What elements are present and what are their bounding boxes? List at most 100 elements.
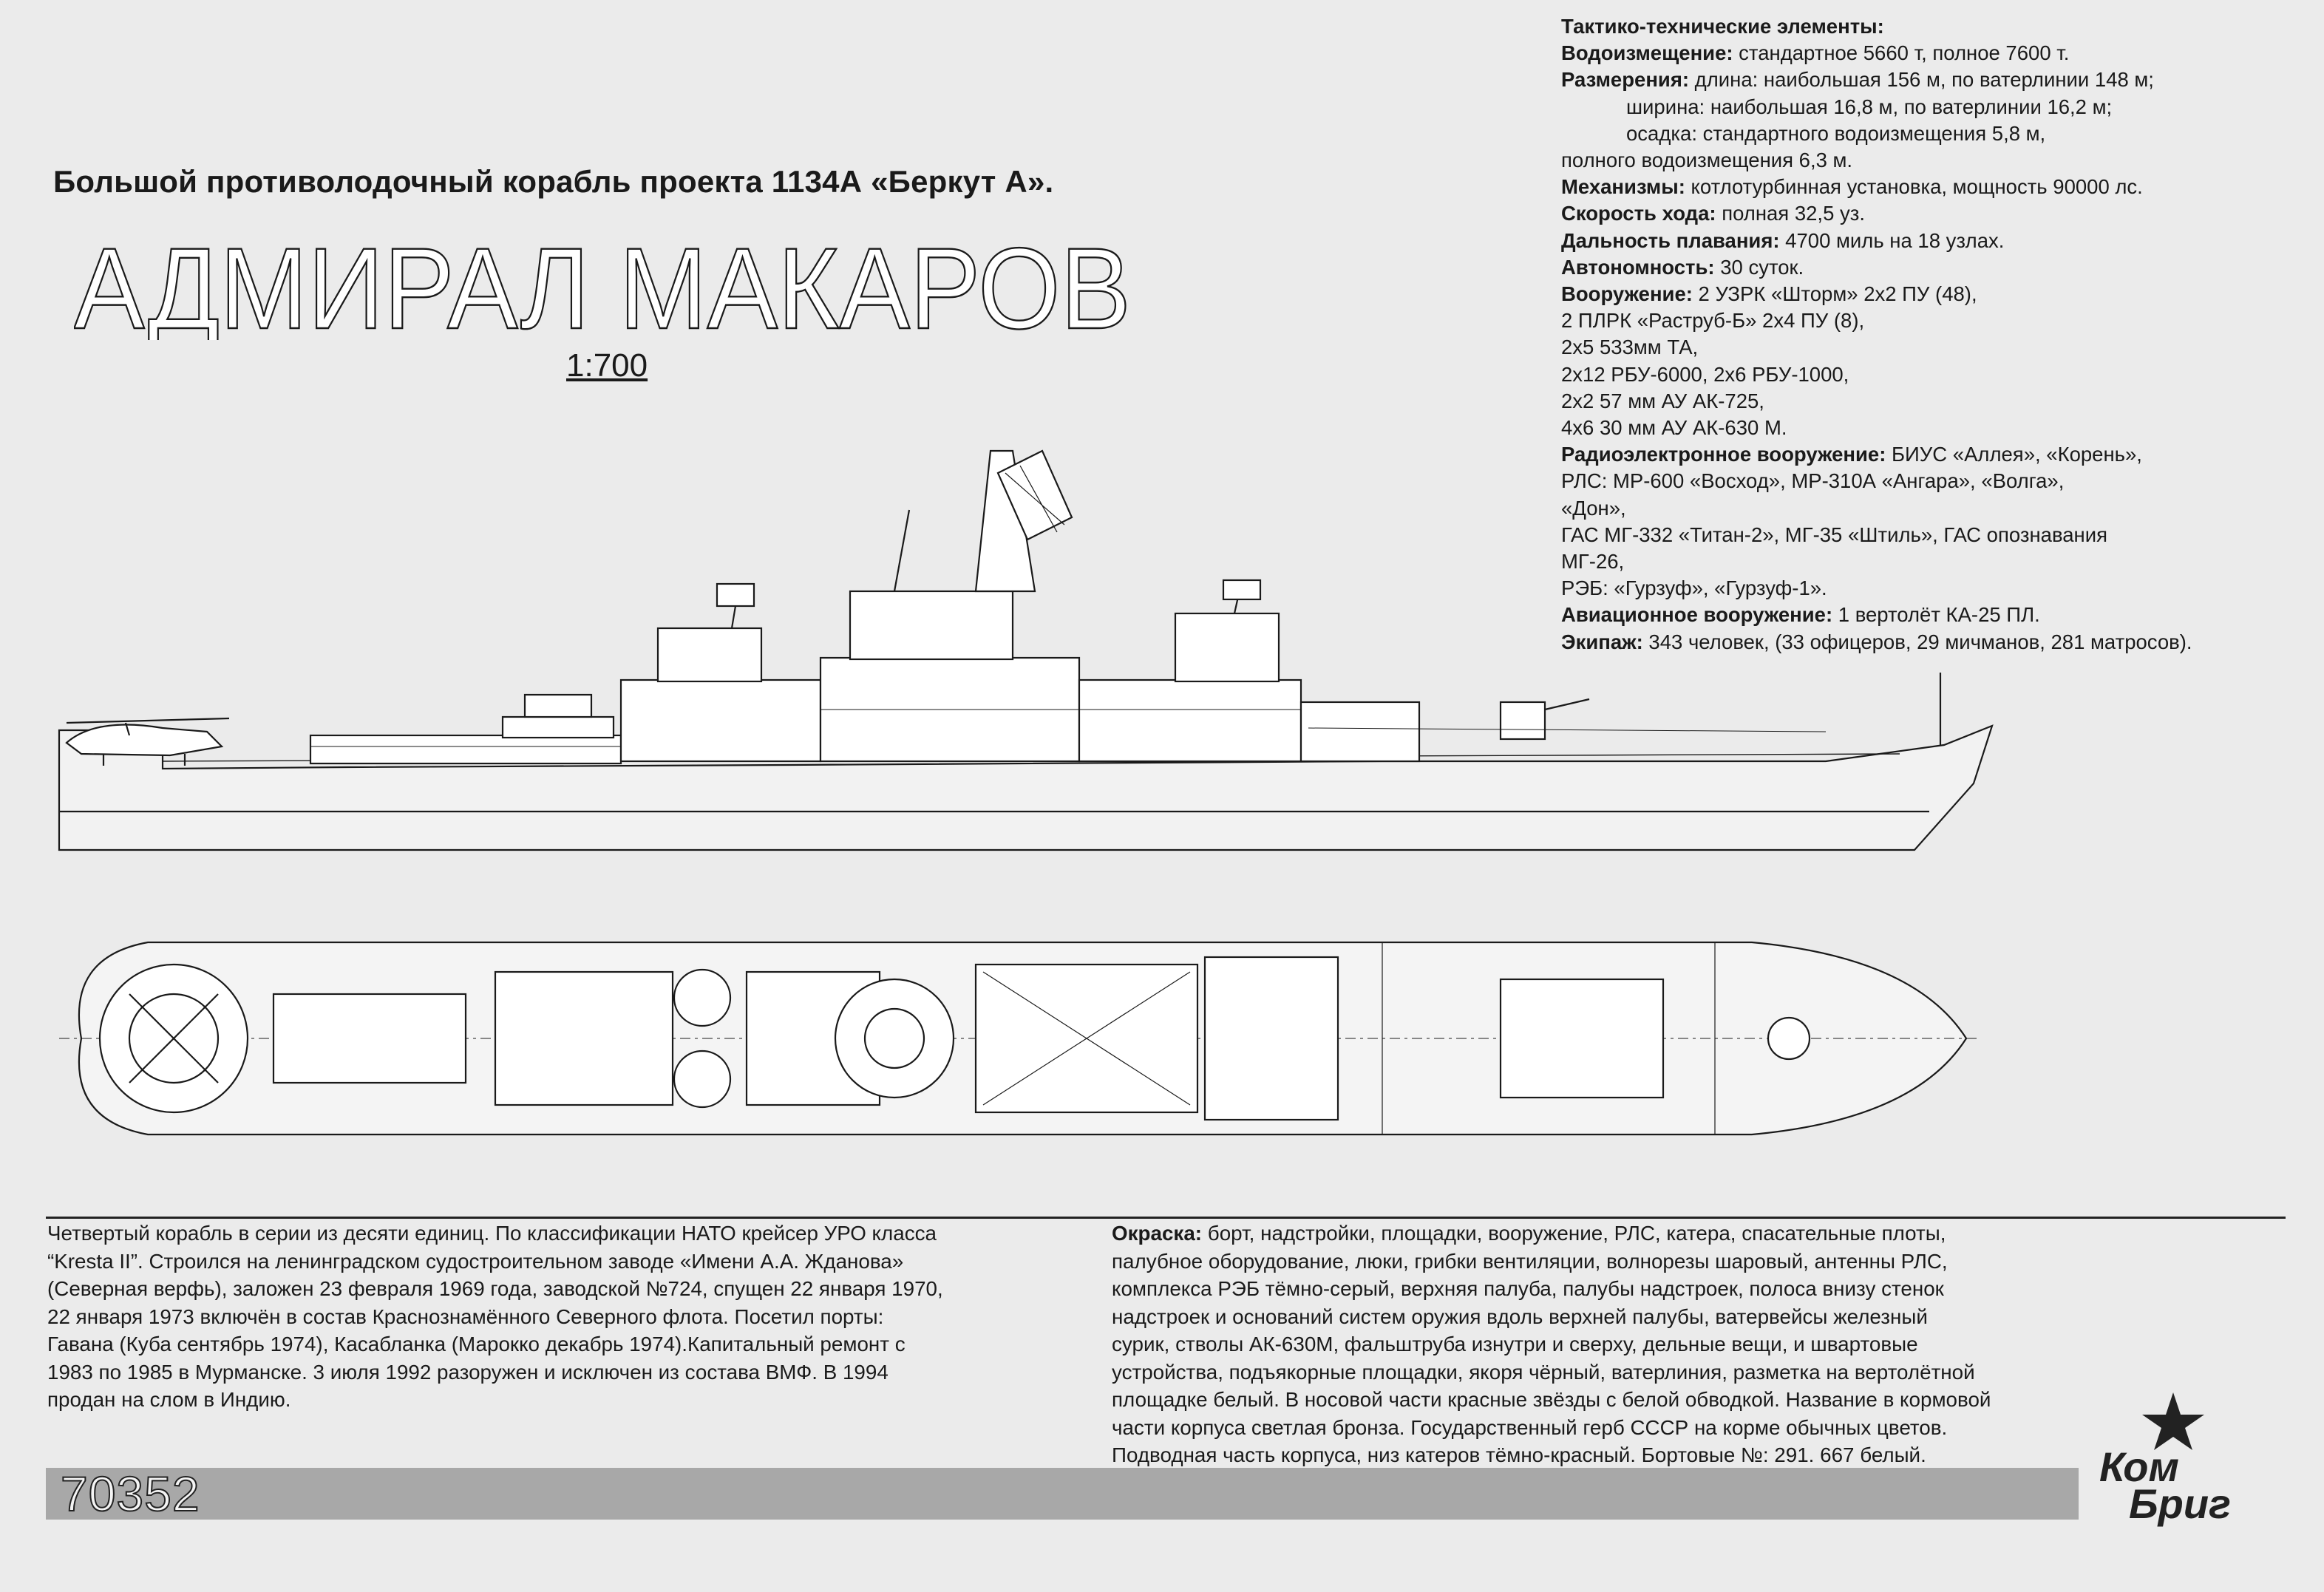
spec-value: 2х12 РБУ-6000, 2х6 РБУ-1000, [1561, 362, 1849, 386]
spec-label: Дальность плавания: [1561, 228, 1780, 252]
spec-value: 30 суток. [1714, 255, 1804, 279]
ship-history-text: Четвертый корабль в серии из десяти един… [47, 1219, 1082, 1414]
radar-array [996, 449, 1073, 541]
ship-plan-view [59, 941, 1981, 1136]
paint-lines: палубное оборудование, люки, грибки вент… [1112, 1248, 2073, 1469]
spec-row: ширина: наибольшая 16,8 м, по ватерлинии… [1561, 94, 2308, 120]
spec-row: Размерения: длина: наибольшая 156 м, по … [1561, 67, 2308, 93]
history-line: “Kresta II”. Строился на ленинградском с… [47, 1249, 904, 1273]
history-line: (Северная верфь), заложен 23 февраля 196… [47, 1277, 943, 1300]
paint-line: сурик, стволы АК-630М, фальштруба изнутр… [1112, 1333, 1918, 1355]
logo-line-2: Бриг [2129, 1480, 2231, 1527]
spec-value: 2х2 57 мм АУ АК-725, [1561, 389, 1764, 412]
spec-label: Радиоэлектронное вооружение: [1561, 443, 1886, 466]
spec-label: Размерения: [1561, 68, 1690, 92]
spec-row: Автономность: 30 суток. [1561, 254, 2308, 281]
spec-row: осадка: стандартного водоизмещения 5,8 м… [1561, 120, 2308, 147]
spec-value: 4700 миль на 18 узлах. [1779, 228, 2005, 252]
specs-heading: Тактико-технические элементы: [1561, 15, 1884, 38]
history-line: Четвертый корабль в серии из десяти един… [47, 1222, 937, 1245]
spec-row: 2 ПЛРК «Раструб-Б» 2х4 ПУ (8), [1561, 307, 2308, 334]
logo-star-icon [2142, 1392, 2204, 1450]
paint-label: Окраска: [1112, 1222, 1203, 1245]
spec-label: Водоизмещение: [1561, 41, 1733, 65]
history-line: 1983 по 1985 в Мурманске. 3 июля 1992 ра… [47, 1360, 889, 1384]
spec-label: Механизмы: [1561, 175, 1685, 199]
paint-line: площадке белый. В носовой части красные … [1112, 1388, 1991, 1411]
spec-value: 4х6 30 мм АУ АК-630 М. [1561, 416, 1787, 440]
spec-value: ГАС МГ-332 «Титан-2», МГ-35 «Штиль», ГАС… [1561, 523, 2107, 546]
kit-code-stripe [46, 1468, 2079, 1520]
spec-value: длина: наибольшая 156 м, по ватерлинии 1… [1689, 68, 2154, 92]
helicopter [65, 724, 224, 757]
spec-value: БИУС «Аллея», «Корень», [1886, 443, 2142, 466]
paint-scheme-text: Окраска: борт, надстройки, площадки, воо… [1112, 1219, 2073, 1469]
spec-row: Авиационное вооружение: 1 вертолёт КА-25… [1561, 602, 2308, 628]
spec-value: 2 ПЛРК «Раструб-Б» 2х4 ПУ (8), [1561, 309, 1865, 333]
spec-row: «Дон», [1561, 495, 2308, 522]
spec-row: Водоизмещение: стандартное 5660 т, полно… [1561, 40, 2308, 67]
paint-line: части корпуса светлая бронза. Государств… [1112, 1415, 1948, 1439]
logo-line-1: Ком [2099, 1443, 2179, 1490]
paint-first-line: Окраска: борт, надстройки, площадки, воо… [1112, 1219, 2073, 1248]
spec-row: ГАС МГ-332 «Титан-2», МГ-35 «Штиль», ГАС… [1561, 522, 2308, 548]
spec-value: полная 32,5 уз. [1716, 202, 1866, 225]
spec-row: полного водоизмещения 6,3 м. [1561, 147, 2308, 174]
paint-first-text: борт, надстройки, площадки, вооружение, … [1202, 1222, 1946, 1245]
hull-outline [58, 724, 1994, 851]
ship-name-outline: АДМИРАЛ МАКАРОВ [74, 237, 1132, 340]
ship-class-subtitle: Большой противолодочный корабль проекта … [53, 164, 1054, 199]
spec-row: 2х5 533мм ТА, [1561, 334, 2308, 361]
radar-dish-top [834, 978, 955, 1099]
spec-row: Дальность плавания: 4700 миль на 18 узла… [1561, 228, 2308, 254]
paint-line: палубное оборудование, люки, грибки вент… [1112, 1249, 1948, 1273]
spec-row: РЭБ: «Гурзуф», «Гурзуф-1». [1561, 575, 2308, 602]
spec-label: Авиационное вооружение: [1561, 603, 1833, 627]
spec-row: Радиоэлектронное вооружение: БИУС «Аллея… [1561, 441, 2308, 468]
spec-row: 4х6 30 мм АУ АК-630 М. [1561, 415, 2308, 441]
specifications-block: Тактико-технические элементы: Водоизмеще… [1561, 13, 2308, 656]
spec-row: Скорость хода: полная 32,5 уз. [1561, 200, 2308, 227]
paint-line: комплекса РЭБ тёмно-серый, верхняя палуб… [1112, 1277, 1944, 1300]
spec-value: 2 УЗРК «Шторм» 2х2 ПУ (48), [1692, 282, 1977, 306]
spec-value: 1 вертолёт КА-25 ПЛ. [1832, 603, 2040, 627]
spec-value: ширина: наибольшая 16,8 м, по ватерлинии… [1626, 95, 2113, 118]
spec-row: 2х2 57 мм АУ АК-725, [1561, 388, 2308, 415]
ship-name-text: АДМИРАЛ МАКАРОВ [74, 237, 1131, 340]
main-mast [974, 449, 1036, 593]
history-line: продан на слом в Индию. [47, 1388, 291, 1411]
spec-value: «Дон», [1561, 496, 1626, 520]
history-line: Гавана (Куба сентябрь 1974), Касабланка … [47, 1333, 906, 1355]
spec-value: котлотурбинная установка, мощность 90000… [1685, 175, 2143, 199]
spec-row: Экипаж: 343 человек, (33 офицеров, 29 ми… [1561, 629, 2308, 656]
spec-label: Скорость хода: [1561, 202, 1716, 225]
spec-value: МГ-26, [1561, 550, 1625, 574]
kit-code: 70352 [60, 1466, 200, 1521]
spec-row: Вооружение: 2 УЗРК «Шторм» 2х2 ПУ (48), [1561, 281, 2308, 307]
spec-value: осадка: стандартного водоизмещения 5,8 м… [1626, 121, 2046, 145]
spec-value: стандартное 5660 т, полное 7600 т. [1733, 41, 2070, 65]
drawing-scale: 1:700 [566, 347, 648, 384]
spec-value: РЭБ: «Гурзуф», «Гурзуф-1». [1561, 576, 1827, 600]
ship-side-profile [58, 449, 1994, 851]
history-line: 22 января 1973 включён в состав Краснозн… [47, 1304, 884, 1328]
paint-line: устройства, подъякорные площадки, якоря … [1112, 1360, 1975, 1384]
logo-wordmark: Ком Бриг [2099, 1443, 2231, 1527]
spec-value: 2х5 533мм ТА, [1561, 336, 1699, 359]
spec-label: Вооружение: [1561, 282, 1693, 306]
spec-value: РЛС: МР-600 «Восход», МР-310А «Ангара», … [1561, 469, 2065, 493]
paint-line: Подводная часть корпуса, низ катеров тём… [1112, 1443, 1926, 1466]
paint-line: надстроек и оснований систем оружия вдол… [1112, 1304, 1928, 1328]
spec-row: Механизмы: котлотурбинная установка, мощ… [1561, 174, 2308, 200]
spec-value: полного водоизмещения 6,3 м. [1561, 149, 1853, 172]
spec-label: Автономность: [1561, 255, 1715, 279]
section-divider [46, 1217, 2286, 1219]
combrig-logo [2142, 1392, 2204, 1450]
spec-row: МГ-26, [1561, 548, 2308, 575]
spec-label: Экипаж: [1561, 630, 1643, 653]
spec-row: 2х12 РБУ-6000, 2х6 РБУ-1000, [1561, 361, 2308, 388]
spec-row: РЛС: МР-600 «Восход», МР-310А «Ангара», … [1561, 468, 2308, 494]
specs-rows: Водоизмещение: стандартное 5660 т, полно… [1561, 40, 2308, 656]
spec-value: 343 человек, (33 офицеров, 29 мичманов, … [1642, 630, 2192, 653]
